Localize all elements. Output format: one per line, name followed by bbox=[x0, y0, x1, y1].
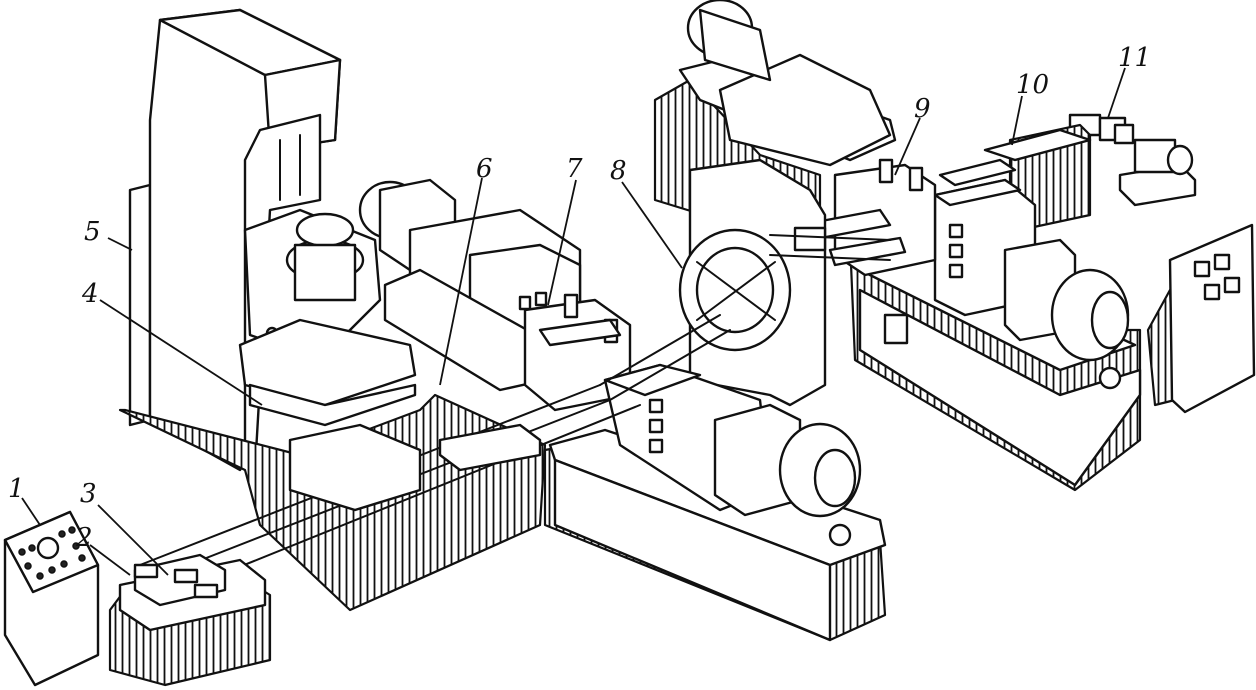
callout-label-9: 9 bbox=[914, 94, 931, 124]
callout-label-8: 8 bbox=[610, 156, 627, 186]
callout-9: 9 bbox=[894, 94, 931, 176]
control-pedestal-1 bbox=[3, 510, 100, 687]
callout-label-2: 2 bbox=[75, 523, 93, 553]
column-press-5 bbox=[128, 8, 417, 472]
callout-label-10: 10 bbox=[1016, 70, 1049, 100]
control-cabinet bbox=[1146, 223, 1256, 414]
callout-10: 10 bbox=[1011, 70, 1049, 146]
callout-6: 6 bbox=[439, 154, 493, 386]
callout-3: 3 bbox=[80, 479, 169, 576]
callout-8: 8 bbox=[610, 156, 683, 269]
callout-label-5: 5 bbox=[84, 217, 101, 247]
loading-station-2-3 bbox=[108, 553, 272, 687]
front-base bbox=[118, 314, 887, 642]
callout-11: 11 bbox=[1107, 43, 1151, 119]
callout-label-3: 3 bbox=[80, 479, 97, 509]
callout-label-6: 6 bbox=[476, 154, 493, 184]
callout-label-1: 1 bbox=[8, 474, 25, 504]
callout-4: 4 bbox=[81, 279, 263, 406]
callout-1: 1 bbox=[8, 474, 41, 526]
right-headstock-unit bbox=[798, 158, 1142, 492]
callout-7: 7 bbox=[547, 154, 583, 306]
callout-label-11: 11 bbox=[1118, 43, 1151, 73]
callout-label-7: 7 bbox=[566, 154, 583, 184]
callout-2: 2 bbox=[75, 523, 131, 576]
callout-5: 5 bbox=[84, 217, 133, 251]
callout-label-4: 4 bbox=[81, 279, 99, 309]
ring-frame-8 bbox=[653, 0, 897, 407]
